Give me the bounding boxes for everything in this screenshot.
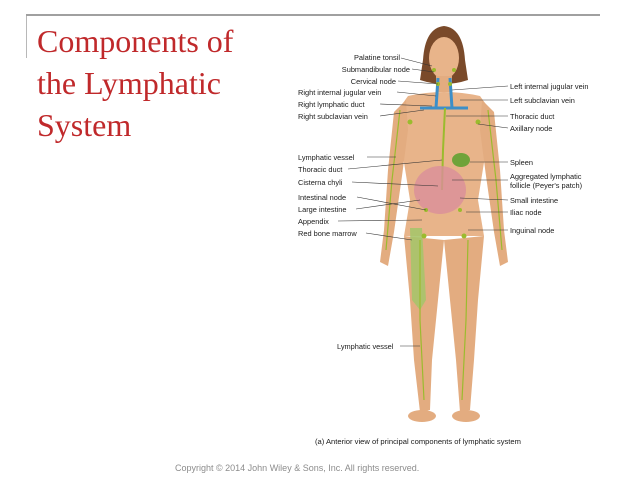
head bbox=[429, 37, 459, 79]
left-leg bbox=[444, 236, 484, 412]
label-left-internal-jugular-vein: Left internal jugular vein bbox=[510, 82, 589, 91]
lymph-nodes bbox=[407, 68, 481, 239]
label-thoracic-duct-right: Thoracic duct bbox=[510, 112, 555, 121]
right-foot bbox=[408, 410, 436, 422]
label-palatine-tonsil: Palatine tonsil bbox=[353, 53, 400, 62]
label-red-bone-marrow: Red bone marrow bbox=[298, 229, 357, 238]
label-cisterna-chyli: Cisterna chyli bbox=[298, 178, 343, 187]
intestines bbox=[414, 166, 466, 214]
label-spleen: Spleen bbox=[510, 158, 534, 167]
label-small-intestine: Small intestine bbox=[510, 196, 559, 205]
leader-lines-right bbox=[446, 85, 509, 231]
label-intestinal-node: Intestinal node bbox=[298, 193, 347, 202]
label-thoracic-duct-left: Thoracic duct bbox=[298, 165, 343, 174]
label-left-subclavian-vein: Left subclavian vein bbox=[510, 96, 575, 105]
lymph-vessels-legs bbox=[419, 239, 469, 401]
neck bbox=[436, 76, 452, 92]
left-arm bbox=[480, 100, 508, 266]
label-iliac-node: Iliac node bbox=[510, 208, 542, 217]
label-large-intestine: Large intestine bbox=[298, 205, 347, 214]
right-leg bbox=[404, 236, 444, 412]
label-appendix: Appendix bbox=[298, 217, 329, 226]
spleen bbox=[452, 153, 470, 167]
top-divider bbox=[26, 14, 600, 16]
label-right-subclavian-vein: Right subclavian vein bbox=[298, 112, 368, 121]
label-lymphatic-vessel-lower: Lymphatic vessel bbox=[337, 342, 394, 351]
red-bone-marrow bbox=[410, 228, 426, 310]
slide-title: Components of the Lymphatic System bbox=[37, 23, 234, 143]
left-foot bbox=[452, 410, 480, 422]
right-arm bbox=[380, 100, 408, 266]
label-cervical-node: Cervical node bbox=[350, 77, 396, 86]
label-right-internal-jugular-vein: Right internal jugular vein bbox=[298, 88, 382, 97]
label-peyers-patch: follicle (Peyer's patch) bbox=[510, 181, 583, 190]
left-divider bbox=[26, 16, 27, 58]
label-inguinal-node: Inguinal node bbox=[510, 226, 555, 235]
figure-caption: (a) Anterior view of principal component… bbox=[315, 437, 521, 446]
label-right-lymphatic-duct: Right lymphatic duct bbox=[298, 100, 365, 109]
label-lymphatic-vessel-upper: Lymphatic vessel bbox=[298, 153, 355, 162]
copyright-notice: Copyright © 2014 John Wiley & Sons, Inc.… bbox=[175, 463, 420, 473]
label-aggregated-lymphatic: Aggregated lymphatic bbox=[510, 172, 582, 181]
leader-lines-left bbox=[337, 57, 443, 347]
label-axillary-node: Axillary node bbox=[510, 124, 553, 133]
label-submandibular-node: Submandibular node bbox=[341, 65, 410, 74]
